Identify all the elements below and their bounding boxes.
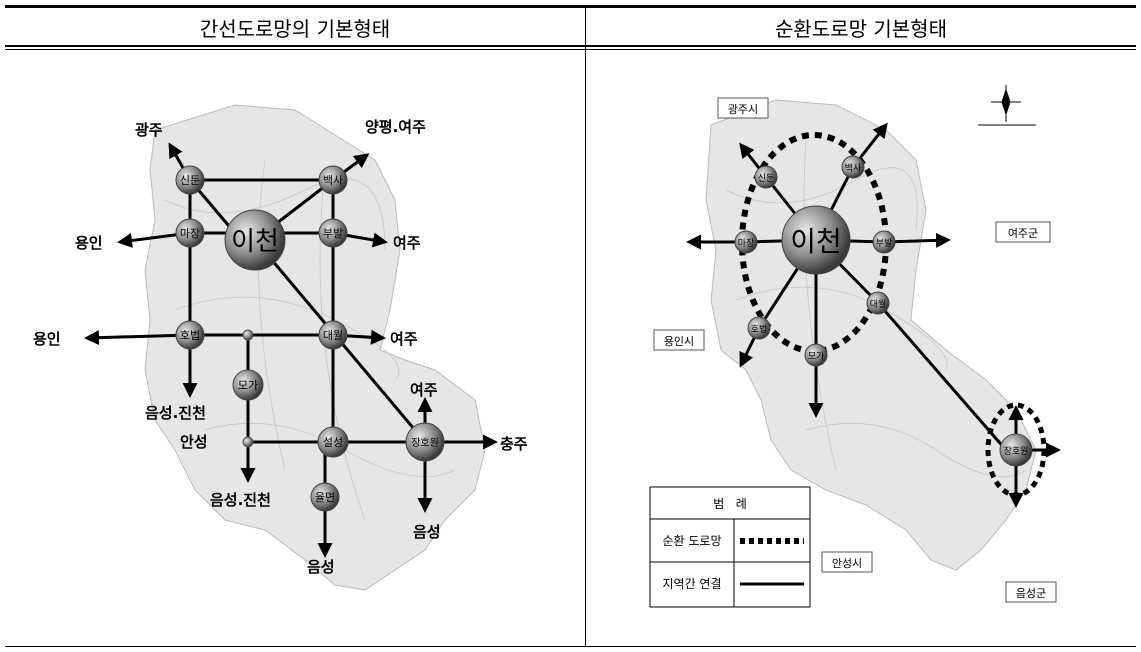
right-node-label: 부발 <box>876 238 893 249</box>
figure-bottom-rule <box>5 646 1136 647</box>
region-eumseong: 음성군 <box>1016 587 1046 600</box>
right-node-circle <box>734 230 758 254</box>
left-center-node <box>224 209 286 271</box>
left-node-label: 백사 <box>323 174 343 187</box>
right-node-label: 마장 <box>738 238 755 249</box>
left-node-circle <box>175 165 205 195</box>
left-node-circle <box>318 218 348 248</box>
left-node-circle <box>318 165 348 195</box>
panel-divider <box>585 8 586 647</box>
header-bottom-rule <box>5 45 1136 47</box>
region-gwangju: 광주시 <box>728 103 758 116</box>
figure-frame: 간선도로망의 기본형태 순환도로망 기본형태 <box>5 5 1136 647</box>
right-node-circle <box>804 343 828 367</box>
region-yongin: 용인시 <box>664 335 694 348</box>
dest-eumseong-right: 음성 <box>413 523 441 541</box>
right-center-node <box>781 205 851 275</box>
right-node-label: 모가 <box>808 351 825 362</box>
dest-anseong: 안성 <box>180 433 208 451</box>
left-node-circle <box>175 320 205 350</box>
dest-yangpyeong-yeoju: 양평.여주 <box>365 118 426 136</box>
right-node-label: 호법 <box>751 324 768 335</box>
right-center-label: 이천 <box>790 225 842 258</box>
dest-yongin-mid: 용인 <box>33 330 61 348</box>
left-node-label: 장호원 <box>411 437 439 449</box>
legend-regional-link-label: 지역간 연결 <box>662 577 721 591</box>
right-node-label: 신둔 <box>758 173 775 184</box>
legend-ring-road-label: 순환 도로망 <box>662 534 721 548</box>
dest-eumseong-jincheon-1: 음성.진천 <box>145 404 206 422</box>
region-anseong: 안성시 <box>832 557 862 570</box>
right-panel-title: 순환도로망 기본형태 <box>586 8 1136 46</box>
right-node-label: 대월 <box>870 298 887 310</box>
icheon-region-shape-right <box>705 99 1037 571</box>
right-node-circle <box>754 165 778 189</box>
right-node-circle <box>872 230 896 254</box>
right-node-circle <box>747 316 771 340</box>
left-node-label: 마장 <box>180 227 200 240</box>
dest-yeoju-mid: 여주 <box>390 330 418 348</box>
left-node-label: 대월 <box>323 329 343 342</box>
left-node-label: 신둔 <box>180 174 200 187</box>
left-node-label: 율면 <box>315 491 335 504</box>
compass-icon <box>978 85 1036 126</box>
left-node-circle <box>317 426 349 458</box>
left-node-circle <box>232 369 264 401</box>
dest-eumseong-jincheon-2: 음성.진천 <box>210 491 271 509</box>
dest-chungju: 충주 <box>500 435 528 453</box>
header-top-rule <box>5 5 1136 8</box>
left-node-label: 호법 <box>180 329 200 342</box>
region-yeoju: 여주군 <box>1008 227 1038 240</box>
legend-title: 범 례 <box>713 497 747 511</box>
left-node-label: 부발 <box>323 227 343 240</box>
left-center-label: 이천 <box>231 227 279 257</box>
left-node-label: 설성 <box>323 436 343 449</box>
dest-yeoju-top: 여주 <box>393 234 421 252</box>
dest-yongin-top: 용인 <box>75 234 103 252</box>
left-node-circle <box>318 320 348 350</box>
left-node-label: 모가 <box>238 379 258 392</box>
header-bottom-rule-2 <box>5 49 1136 50</box>
left-node-circle <box>175 218 205 248</box>
left-node-circle <box>310 482 340 512</box>
right-node-circle <box>999 433 1033 467</box>
right-node-circle <box>841 155 865 179</box>
left-panel-title: 간선도로망의 기본형태 <box>5 8 585 46</box>
right-node-label: 장호원 <box>1004 446 1029 457</box>
left-node-circle <box>405 422 445 462</box>
dest-yeoju-right: 여주 <box>410 381 438 399</box>
dest-gwangju: 광주 <box>135 121 163 139</box>
dest-eumseong-bottom: 음성 <box>307 558 335 576</box>
right-node-circle <box>866 291 890 315</box>
legend: 범 례 순환 도로망 지역간 연결 <box>649 486 811 608</box>
right-node-label: 백사 <box>845 163 862 174</box>
